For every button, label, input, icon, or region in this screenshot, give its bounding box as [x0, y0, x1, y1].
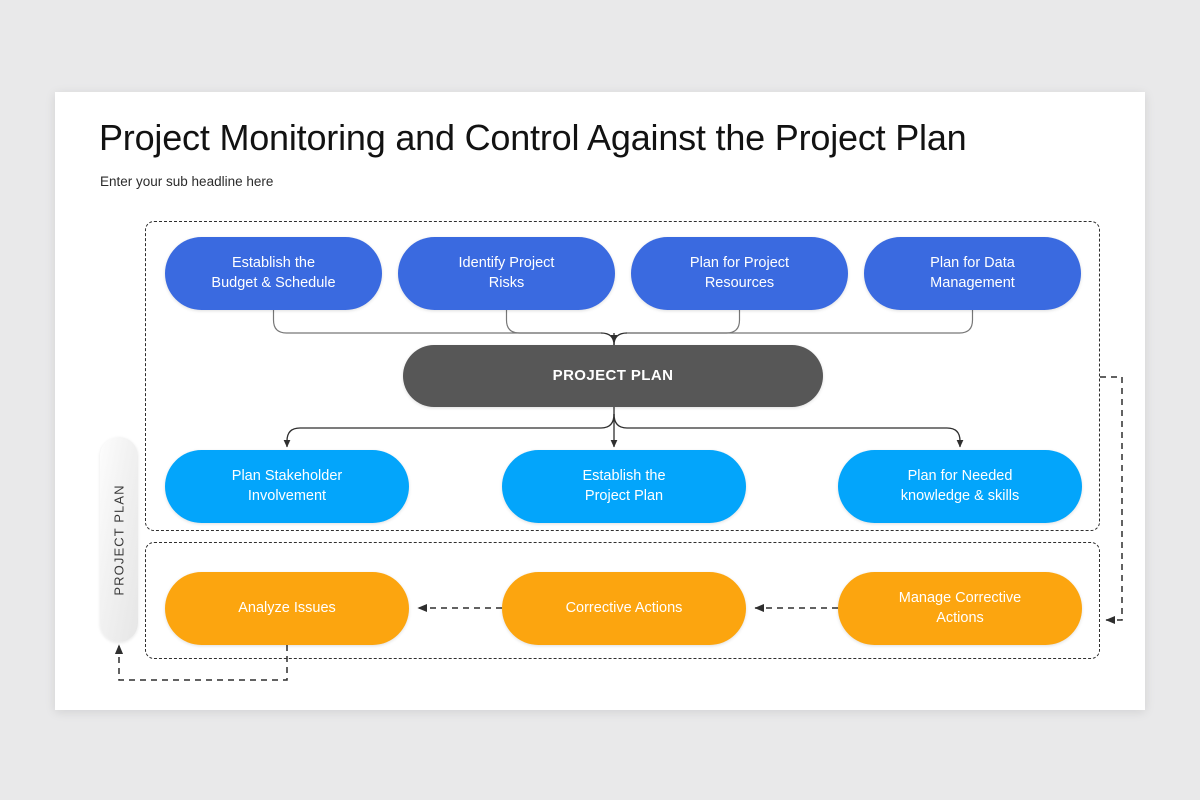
corrective-actions-group-container: [145, 542, 1100, 659]
node-label: Corrective Actions: [565, 599, 683, 616]
planning-group-container: [145, 221, 1100, 531]
page-subtitle: Enter your sub headline here: [100, 174, 274, 189]
side-project-plan-pill[interactable]: PROJECT PLAN: [100, 437, 138, 642]
side-pill-label: PROJECT PLAN: [111, 483, 127, 596]
node-analyze-issues[interactable]: Analyze Issues: [165, 572, 409, 645]
node-project-plan[interactable]: PROJECT PLAN: [403, 345, 823, 407]
slide-canvas: Project Monitoring and Control Against t…: [55, 92, 1145, 710]
node-corrective-actions[interactable]: Corrective Actions: [502, 572, 746, 645]
node-label: Analyze Issues: [238, 599, 336, 616]
node-label: PROJECT PLAN: [552, 367, 674, 385]
page-title: Project Monitoring and Control Against t…: [99, 117, 967, 158]
